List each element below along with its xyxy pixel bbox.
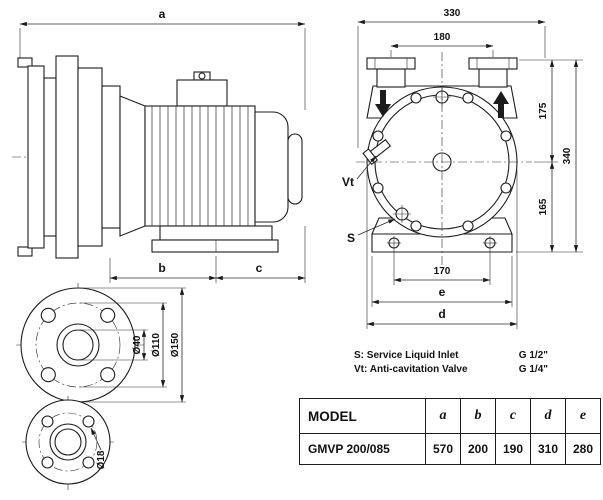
note-anticavitation-valve: Vt: Anti-cavitation Valve G 1/4" (354, 364, 548, 375)
cell-model: GMVP 200/085 (299, 433, 426, 465)
flange-outer (20, 287, 136, 403)
suction-flange (366, 57, 416, 88)
motor-end-bell (287, 133, 303, 205)
dim-c-label: c (256, 261, 263, 275)
note-s-label: S: Service Liquid Inlet (354, 350, 459, 361)
dim-d18-label: Ø18 (96, 450, 107, 469)
flange-detail-main: Ø40 Ø110 Ø150 (16, 283, 186, 407)
dim-d-label: d (438, 307, 445, 321)
dim-e-label: e (439, 285, 446, 299)
bolt-bottom (17, 246, 33, 257)
flange-bore (62, 329, 94, 361)
side-view: a (12, 7, 306, 283)
motor-end-cap (254, 111, 289, 223)
terminal-box (176, 79, 228, 107)
discharge-flange (468, 57, 518, 88)
service-liquid-inlet: S (347, 205, 411, 245)
dim-a-label: a (159, 7, 166, 21)
vt-label: Vt (342, 175, 354, 189)
dim-right-stack: 175 165 340 (516, 59, 583, 253)
motor-fins (151, 106, 249, 226)
dim-b-label: b (158, 261, 165, 275)
header-c: c (495, 398, 531, 434)
dimension-table: MODEL a b c d e GMVP 200/085 570 200 190… (299, 398, 601, 465)
flange-bore-small (54, 428, 82, 456)
front-view: Vt S 330 180 (342, 8, 583, 329)
dim-d110-label: Ø110 (151, 333, 162, 357)
cell-b: 200 (460, 433, 496, 465)
dim-165-label: 165 (538, 198, 549, 215)
s-label: S (347, 231, 355, 245)
dim-180-label: 180 (434, 32, 451, 43)
base-plate-side (151, 239, 279, 253)
inlet-flow-arrow-icon (375, 90, 391, 117)
header-b: b (460, 398, 496, 434)
dim-d150-label: Ø150 (170, 332, 181, 357)
bolt-top (17, 57, 33, 68)
header-a: a (425, 398, 461, 434)
header-e: e (565, 398, 601, 434)
note-vt-label: Vt: Anti-cavitation Valve (354, 364, 468, 375)
table-header-row: MODEL a b c d e (299, 398, 601, 434)
header-d: d (530, 398, 566, 434)
motor-bracket (119, 95, 146, 237)
cell-e: 280 (565, 433, 601, 465)
dim-330: 330 (357, 8, 546, 148)
header-model: MODEL (299, 398, 426, 434)
dim-d40-label: Ø40 (132, 335, 143, 354)
flange-detail-small: Ø18 (22, 396, 114, 490)
pump-casing-side (12, 55, 146, 259)
motor-foot (159, 225, 273, 241)
note-s-size: G 1/2" (518, 350, 548, 361)
outlet-flow-arrow-icon (493, 91, 509, 118)
dim-170-label: 170 (434, 266, 451, 277)
cell-c: 190 (495, 433, 531, 465)
dim-330-label: 330 (444, 8, 461, 19)
bolt-circle (35, 302, 121, 388)
dim-a: a (19, 7, 306, 110)
cell-d: 310 (530, 433, 566, 465)
legend-notes: S: Service Liquid Inlet G 1/2" Vt: Anti-… (354, 350, 548, 378)
note-service-inlet: S: Service Liquid Inlet G 1/2" (354, 350, 548, 361)
cell-a: 570 (425, 433, 461, 465)
dim-175-label: 175 (538, 102, 549, 119)
anti-cavitation-valve: Vt (342, 138, 392, 189)
dim-180: 180 (390, 32, 494, 57)
casing-bolts (372, 92, 512, 232)
note-vt-size: G 1/4" (518, 364, 548, 375)
base-bolt-holes (387, 236, 497, 250)
dim-340-label: 340 (562, 147, 573, 164)
motor-side (144, 71, 303, 253)
table-row: GMVP 200/085 570 200 190 310 280 (299, 433, 601, 465)
dim-flange-diameters: Ø40 Ø110 Ø150 (80, 287, 186, 403)
dim-b-c: b c (109, 226, 306, 283)
dim-bottom-stack: 170 e d (366, 170, 518, 329)
